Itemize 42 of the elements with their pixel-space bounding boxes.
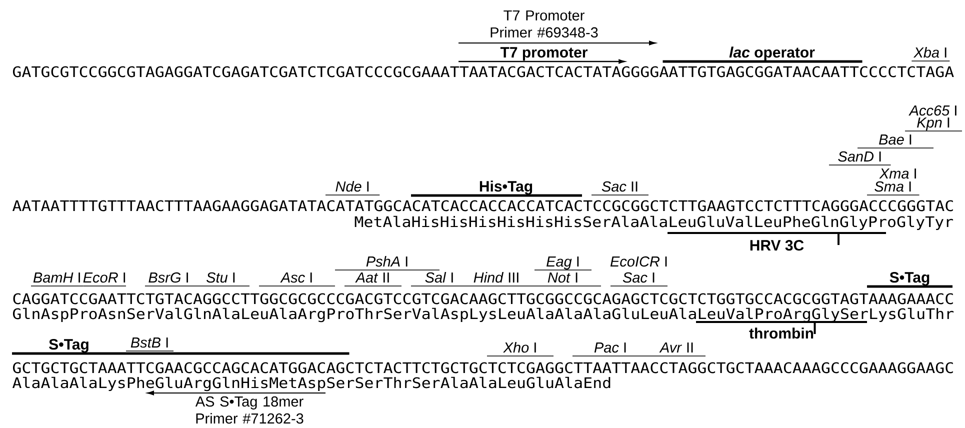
site-label: Avr II	[659, 342, 693, 352]
site-label: Nde I	[336, 181, 369, 192]
feature-label: S•Tag	[890, 272, 930, 286]
site-label: Aat II	[355, 272, 389, 283]
primer-label: AS S•Tag 18mer Primer #71262-3	[195, 396, 304, 424]
site-label: Xho I	[503, 342, 536, 353]
site-label: Sac II	[602, 181, 638, 192]
site-label: EcoR I	[83, 272, 126, 283]
site-label: Kpn I	[917, 118, 950, 130]
feature-label: HRV 3C	[750, 240, 804, 251]
site-label: PshA I	[366, 256, 408, 267]
site-label: BsrG I	[148, 272, 188, 283]
feature-label: His•Tag	[480, 180, 532, 195]
feature-label: thrombin	[749, 328, 814, 339]
site-label: Bae I	[879, 134, 912, 145]
dna-sequence: CAGGATCCGAATTCTGTACAGGCCTTGGCGCGCCCGACGTCCGTCGACAAGCTTGCGGCCGCAGAGCTCGCTCTGGTGCCACGCGGTAGTAAAGAAACC	[13, 293, 953, 304]
protein-sequence: GlnAspProAsnSerValGlnAlaLeuAlaArgProThrSerValAspLysLeuAlaAlaAlaGluLeuAlaLeuValProArgGlySerLysGluThr	[12, 308, 954, 322]
feature-label: S•Tag	[49, 339, 88, 353]
site-label: EcoICR I	[610, 256, 667, 267]
site-label: Sal I	[425, 272, 453, 283]
dna-sequence: GATGCGTCCGGCGTAGAGGATCGAGATCGATCTCGATCCCGCGAAATTAATACGACTCACTATAGGGGAATTGTGAGCGGATAACAATTCCCCTCTAGA	[12, 66, 954, 78]
site-label: Sac I	[622, 272, 654, 283]
site-label: Xba I	[913, 47, 946, 58]
site-label: SanD I	[838, 151, 881, 162]
site-label: Not I	[548, 272, 578, 283]
site-label: Asc I	[280, 272, 312, 283]
site-label: Stu I	[206, 272, 235, 283]
site-label: Eag I	[546, 256, 579, 270]
site-label: Acc65 I	[908, 105, 956, 116]
site-label: Sma I	[874, 181, 911, 192]
site-label: BamH I	[33, 272, 80, 283]
dna-sequence: AATAATTTTGTTTAACTTTAAGAAGGAGATATACATATGGCACATCACCACCACCATCACTCCGCGGCTCTTGAAGTCCTCTTTCAGGGACCCGGGTAC	[12, 200, 953, 212]
feature-label: T7 promoter	[500, 47, 588, 61]
dna-sequence: GCTGCTGCTAAATTCGAACGCCAGCACATGGACAGCTCTACTTCTGCTGCTCTCGAGGCTTAATTAACCTAGGCTGCTAAACAAAGCCCGAAAGGAAGC	[12, 362, 953, 374]
site-label: Pac I	[594, 342, 626, 353]
feature-label: lac operator	[729, 46, 815, 61]
protein-sequence: AlaAlaAlaLysPheGluArgGlnHisMetAspSerSerThrSerAlaAlaLeuGluAlaEnd	[12, 376, 610, 392]
protein-sequence: MetAlaHisHisHisHisHisHisSerAlaAlaLeuGluValLeuPheGlnGlyProGlyTyr	[354, 216, 954, 230]
primer-label: T7 Promoter Primer #69348-3	[490, 10, 598, 38]
site-label: Xma I	[879, 168, 916, 179]
site-label: Hind III	[474, 272, 518, 283]
site-label: BstB I	[130, 338, 168, 348]
